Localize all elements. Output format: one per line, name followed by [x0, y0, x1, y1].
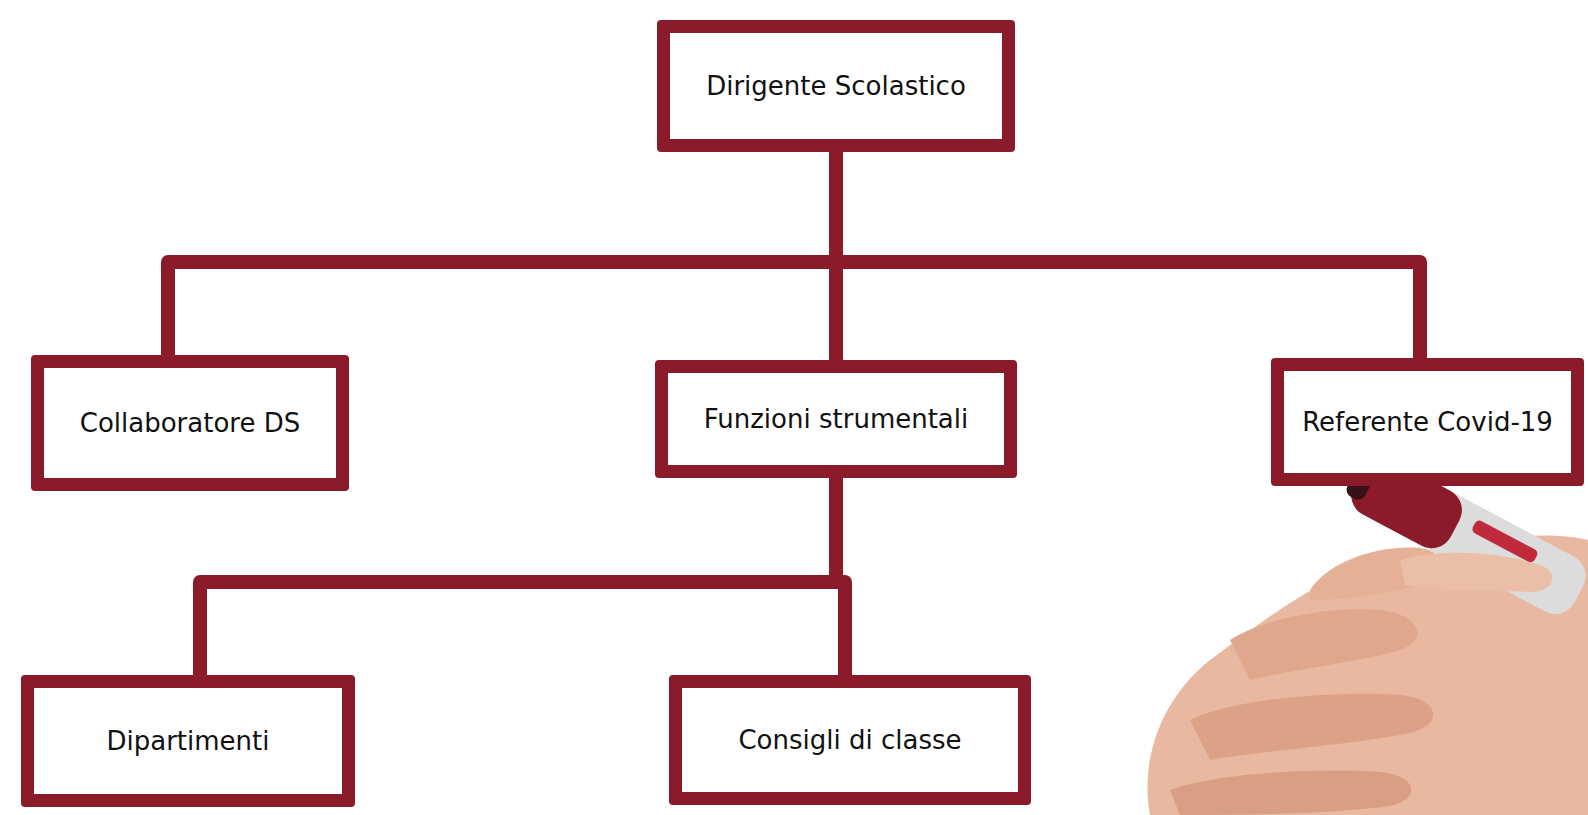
- org-connector: [836, 146, 1420, 364]
- org-connector: [168, 146, 836, 361]
- box-label: Consigli di classe: [738, 725, 961, 755]
- org-connector: [200, 472, 836, 681]
- box-label: Funzioni strumentali: [704, 404, 969, 434]
- org-connector: [836, 472, 845, 681]
- hand-with-marker: [1148, 447, 1588, 815]
- org-box: Consigli di classe: [669, 675, 1031, 805]
- org-box: Dirigente Scolastico: [657, 20, 1015, 152]
- box-label: Referente Covid-19: [1302, 407, 1553, 437]
- org-box: Referente Covid-19: [1271, 358, 1584, 486]
- box-label: Dipartimenti: [106, 726, 269, 756]
- box-label: Dirigente Scolastico: [706, 71, 966, 101]
- org-box: Funzioni strumentali: [655, 360, 1017, 478]
- org-box: Dipartimenti: [21, 675, 355, 807]
- org-box: Collaboratore DS: [31, 355, 349, 491]
- box-label: Collaboratore DS: [80, 408, 300, 438]
